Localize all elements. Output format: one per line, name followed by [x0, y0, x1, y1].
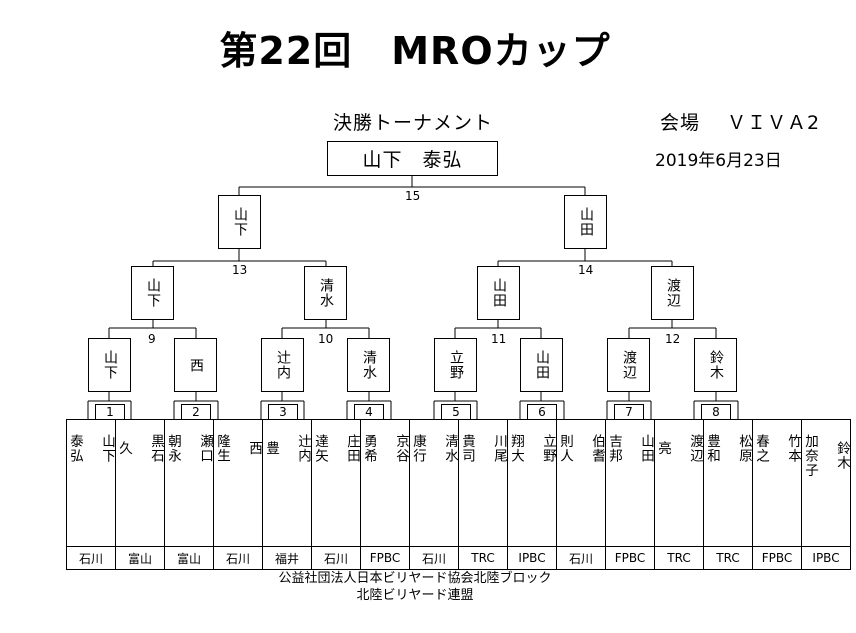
player-club: 福井 [262, 546, 312, 570]
player-name: 京谷 勇希 [361, 434, 409, 463]
match-number: 15 [405, 189, 421, 203]
match-number: 10 [318, 332, 334, 346]
semi-box: 渡辺 [651, 266, 694, 320]
match-number: 13 [232, 263, 248, 277]
player-name: 山田 吉邦 [606, 434, 654, 463]
player-name: 鈴木 加奈子 [802, 434, 850, 478]
player-club: TRC [703, 546, 753, 570]
first-round-number: 6 [527, 404, 557, 419]
player-cell: 竹本 春之 [752, 419, 802, 547]
semi-name: 山田 [491, 278, 507, 308]
quarter-name: 鈴木 [708, 350, 724, 380]
first-round-number: 5 [441, 404, 471, 419]
page-title: 第22回 MROカップ [219, 29, 611, 73]
player-table: 山下 泰弘 黒石 久 瀬口 朝永 西 隆生 辻内 豊 庄田 達矢 京谷 勇希 清… [66, 419, 851, 570]
match-number: 12 [665, 332, 681, 346]
semi-name: 山下 [145, 278, 161, 308]
footer-federation: 北陸ビリヤード連盟 [356, 588, 474, 603]
player-club: IPBC [801, 546, 851, 570]
quarter-name: 山下 [102, 350, 118, 380]
quarter-box: 清水 [347, 338, 390, 392]
match-number: 14 [578, 263, 594, 277]
player-name: 松原 豊和 [704, 434, 752, 463]
final-right-name: 山田 [578, 207, 594, 237]
quarter-box: 山田 [520, 338, 563, 392]
player-name: 川尾 貴司 [459, 434, 507, 463]
quarter-name: 西 [188, 357, 204, 373]
event-date: 2019年6月23日 [655, 151, 782, 171]
player-club: TRC [654, 546, 704, 570]
player-club: FPBC [360, 546, 410, 570]
player-club: 石川 [66, 546, 116, 570]
player-name: 山下 泰弘 [67, 434, 115, 463]
player-club: TRC [458, 546, 508, 570]
player-club: FPBC [752, 546, 802, 570]
player-name: 伯耆 則人 [557, 434, 605, 463]
semi-box: 山下 [131, 266, 174, 320]
player-cell: 鈴木 加奈子 [801, 419, 851, 547]
quarter-box: 立野 [434, 338, 477, 392]
player-cell: 松原 豊和 [703, 419, 753, 547]
player-name: 清水 康行 [410, 434, 458, 463]
first-round-number: 7 [614, 404, 644, 419]
quarter-box: 西 [174, 338, 217, 392]
first-round-number: 3 [268, 404, 298, 419]
player-name-row: 山下 泰弘 黒石 久 瀬口 朝永 西 隆生 辻内 豊 庄田 達矢 京谷 勇希 清… [66, 419, 851, 547]
venue-label: 会場 ＶＩＶＡ2 [660, 112, 821, 134]
first-round-number: 8 [701, 404, 731, 419]
match-number: 11 [491, 332, 507, 346]
player-cell: 京谷 勇希 [360, 419, 410, 547]
player-cell: 庄田 達矢 [311, 419, 361, 547]
footer-organization: 公益社団法人日本ビリヤード協会北陸ブロック [278, 571, 552, 586]
quarter-box: 渡辺 [607, 338, 650, 392]
semi-name: 清水 [318, 278, 334, 308]
player-name: 西 隆生 [214, 434, 262, 463]
match-number: 9 [148, 332, 156, 346]
player-cell: 立野 翔大 [507, 419, 557, 547]
bracket-subtitle: 決勝トーナメント [333, 112, 494, 134]
quarter-name: 渡辺 [621, 350, 637, 380]
first-round-number: 1 [95, 404, 125, 419]
quarter-box: 山下 [88, 338, 131, 392]
final-right-box: 山田 [564, 195, 607, 249]
player-cell: 山田 吉邦 [605, 419, 655, 547]
first-round-number: 2 [181, 404, 211, 419]
quarter-name: 立野 [448, 350, 464, 380]
final-left-name: 山下 [232, 207, 248, 237]
player-cell: 清水 康行 [409, 419, 459, 547]
player-club-row: 石川 富山 富山 石川 福井 石川 FPBC 石川 TRC IPBC 石川 FP… [66, 546, 851, 570]
quarter-box: 辻内 [261, 338, 304, 392]
final-left-box: 山下 [218, 195, 261, 249]
player-name: 瀬口 朝永 [165, 434, 213, 463]
semi-box: 清水 [304, 266, 347, 320]
quarter-name: 山田 [534, 350, 550, 380]
player-name: 辻内 豊 [263, 434, 311, 463]
player-name: 黒石 久 [116, 434, 164, 463]
player-club: 石川 [213, 546, 263, 570]
player-name: 竹本 春之 [753, 434, 801, 463]
player-name: 庄田 達矢 [312, 434, 360, 463]
player-name: 立野 翔大 [508, 434, 556, 463]
champion-box: 山下 泰弘 [327, 141, 498, 176]
player-name: 渡辺 亮 [655, 434, 703, 463]
semi-name: 渡辺 [665, 278, 681, 308]
semi-box: 山田 [477, 266, 520, 320]
player-cell: 瀬口 朝永 [164, 419, 214, 547]
first-round-number: 4 [354, 404, 384, 419]
player-cell: 黒石 久 [115, 419, 165, 547]
player-cell: 川尾 貴司 [458, 419, 508, 547]
player-club: FPBC [605, 546, 655, 570]
player-cell: 渡辺 亮 [654, 419, 704, 547]
quarter-name: 清水 [361, 350, 377, 380]
quarter-name: 辻内 [275, 350, 291, 380]
quarter-box: 鈴木 [694, 338, 737, 392]
player-cell: 辻内 豊 [262, 419, 312, 547]
player-club: IPBC [507, 546, 557, 570]
player-cell: 山下 泰弘 [66, 419, 116, 547]
player-cell: 伯耆 則人 [556, 419, 606, 547]
player-cell: 西 隆生 [213, 419, 263, 547]
